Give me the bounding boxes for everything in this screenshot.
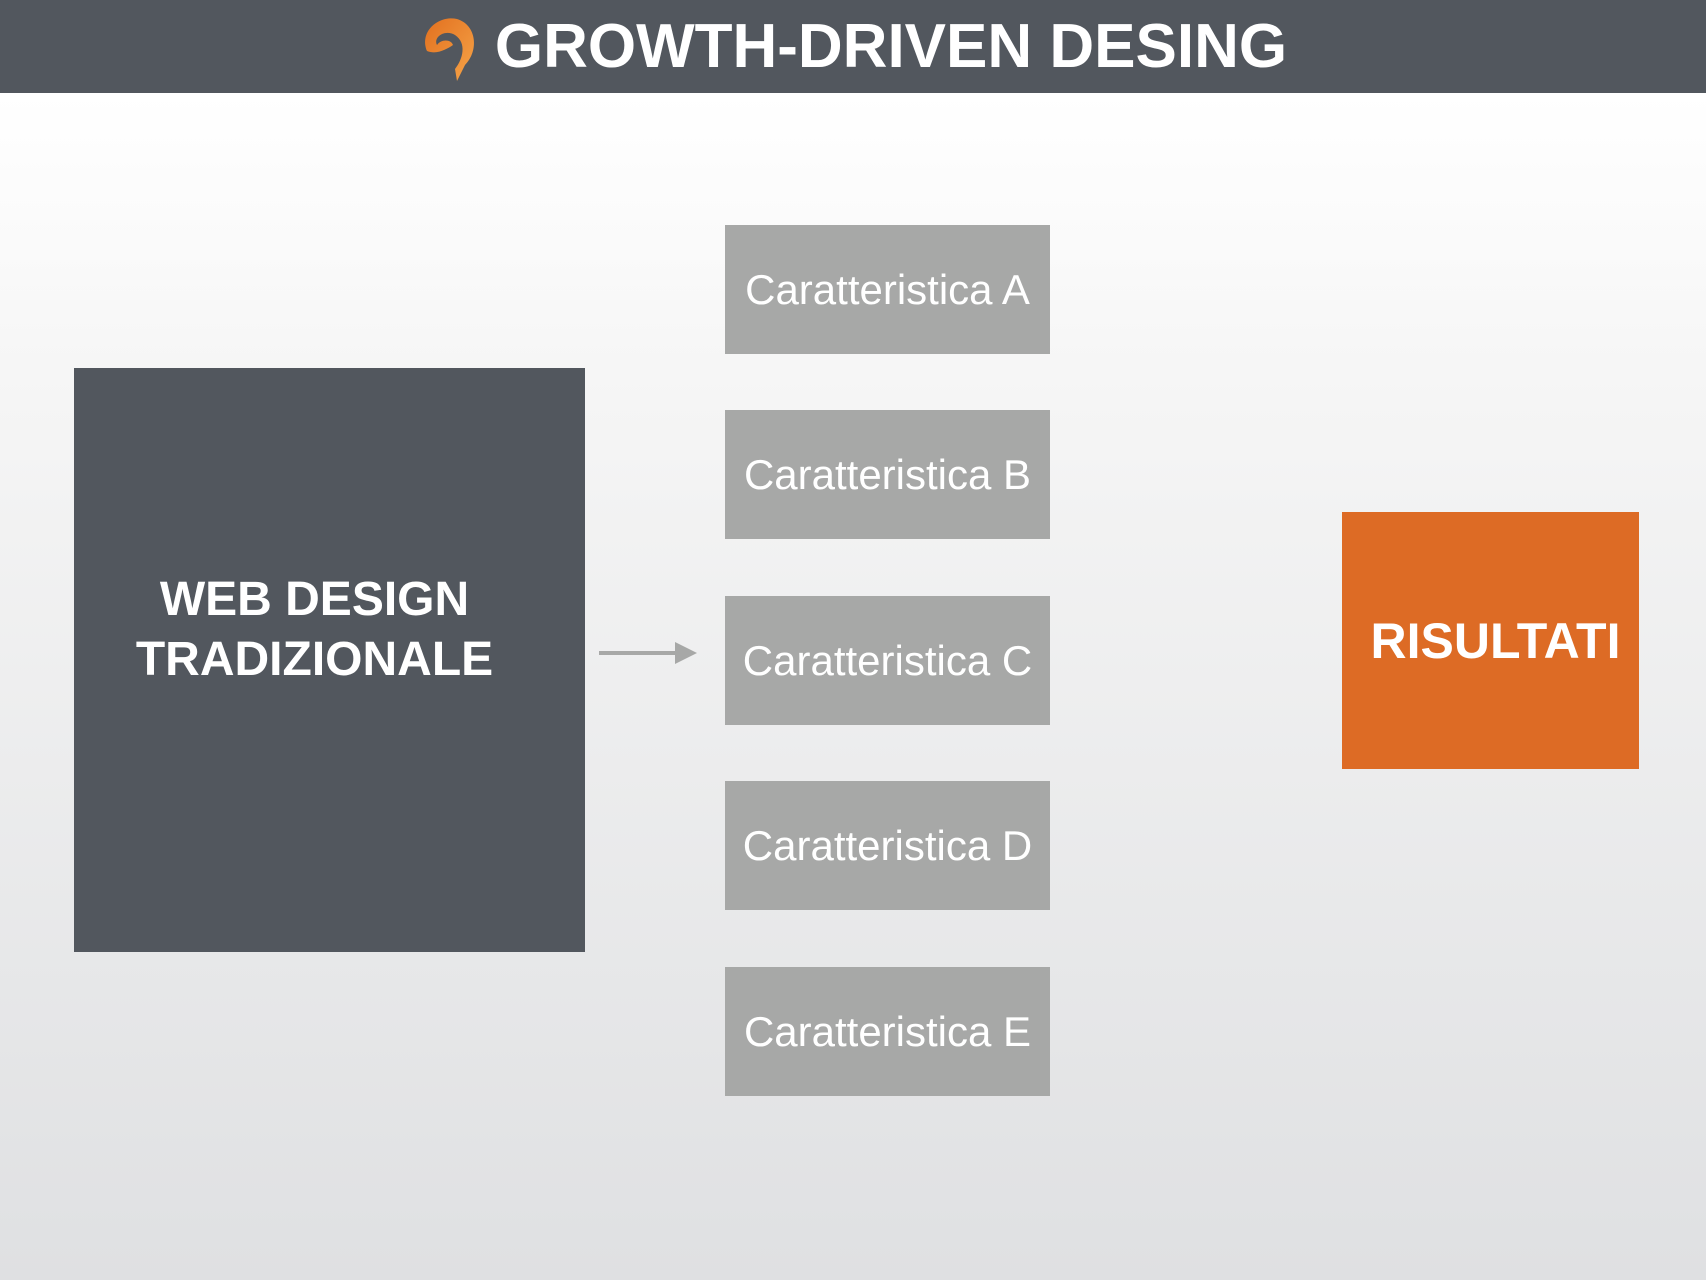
header-bar: GROWTH-DRIVEN DESING (0, 0, 1706, 93)
feature-box-d: Caratteristica D (725, 781, 1050, 910)
risultati-box: RISULTATI (1342, 512, 1639, 769)
main-box-line2: TRADIZIONALE (135, 633, 494, 686)
feature-box-e: Caratteristica E (725, 967, 1050, 1096)
feature-box-a: Caratteristica A (725, 225, 1050, 354)
arrow-right-icon (599, 642, 697, 664)
page-title: GROWTH-DRIVEN DESING (494, 12, 1288, 81)
feature-box-b: Caratteristica B (725, 410, 1050, 539)
feature-box-c: Caratteristica C (725, 596, 1050, 725)
web-design-tradizionale-box: WEB DESIGN TRADIZIONALE (74, 368, 585, 952)
swirl-logo-icon (425, 17, 474, 81)
main-box-line1: WEB DESIGN (159, 573, 470, 626)
